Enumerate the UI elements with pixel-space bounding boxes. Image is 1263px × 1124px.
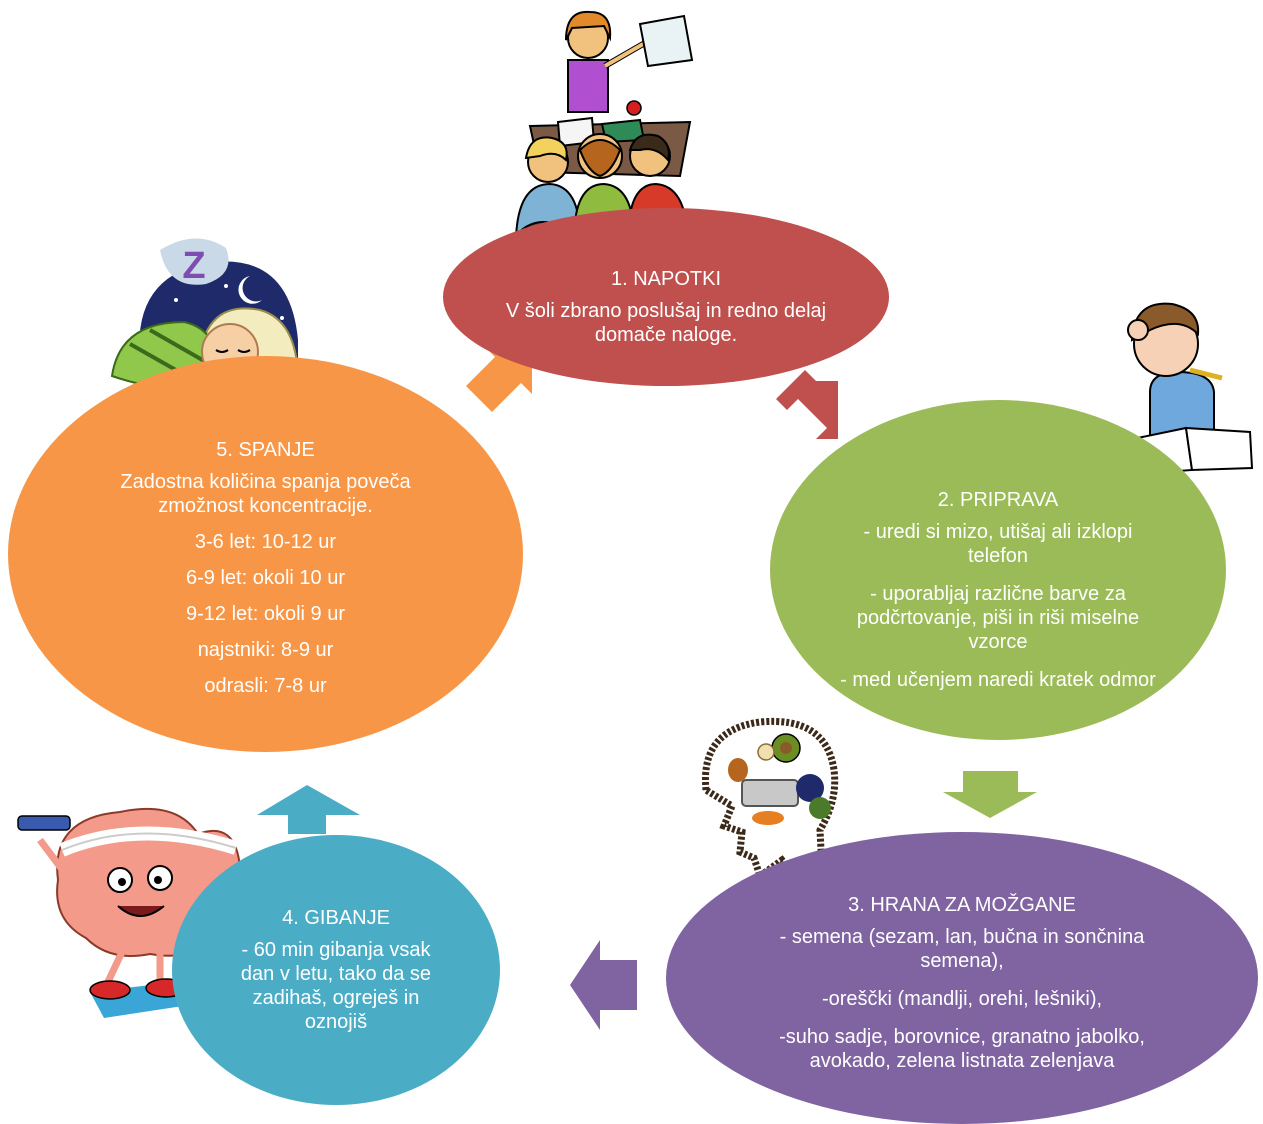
step-3-title: 3. HRANA ZA MOŽGANE	[848, 894, 1076, 916]
step-5-text-3: 6-9 let: okoli 10 ur	[186, 567, 345, 589]
step-5-text-5: najstniki: 8-9 ur	[197, 639, 334, 661]
arrow-preparation-to-food	[943, 771, 1037, 818]
step-5-title: 5. SPANJE	[216, 439, 315, 461]
step-1-text: V šoli zbrano poslušaj in redno delaj do…	[505, 300, 827, 346]
step-2-text-2: - uporabljaj različne barve za podčrtova…	[856, 583, 1140, 653]
step-1-instructions: 1. NAPOTKI V šoli zbrano poslušaj in red…	[443, 208, 889, 386]
step-2-text-3: - med učenjem naredi kratek odmor	[840, 669, 1156, 691]
step-3-text-2: -oreščki (mandlji, orehi, lešniki),	[821, 988, 1103, 1010]
step-2-preparation: 2. PRIPRAVA - uredi si mizo, utišaj ali …	[770, 400, 1226, 740]
step-3-text-3: -suho sadje, borovnice, granatno jabolko…	[779, 1026, 1145, 1072]
step-4-exercise: 4. GIBANJE - 60 min gibanja vsak dan v l…	[172, 835, 500, 1105]
step-5-sleep: 5. SPANJE Zadostna količina spanja poveč…	[8, 356, 523, 752]
arrow-exercise-to-sleep	[257, 785, 360, 834]
step-2-text-1: - uredi si mizo, utišaj ali izklopi tele…	[863, 521, 1133, 567]
step-5-text-1: Zadostna količina spanja poveča zmožnost…	[120, 471, 411, 517]
step-5-text-4: 9-12 let: okoli 9 ur	[186, 603, 345, 625]
step-3-text-1: - semena (sezam, lan, bučna in sončnina …	[779, 926, 1145, 972]
step-4-title: 4. GIBANJE	[282, 907, 390, 929]
step-3-brain-food: 3. HRANA ZA MOŽGANE - semena (sezam, lan…	[666, 832, 1258, 1124]
step-5-text-6: odrasli: 7-8 ur	[204, 675, 327, 697]
step-2-title: 2. PRIPRAVA	[937, 489, 1059, 511]
arrow-food-to-exercise	[570, 940, 637, 1030]
step-4-text: - 60 min gibanja vsak dan v letu, tako d…	[240, 939, 432, 1033]
arrow-instructions-to-preparation	[776, 370, 838, 439]
step-1-title: 1. NAPOTKI	[610, 268, 722, 290]
sleep-z-letter: Z	[182, 245, 205, 287]
step-5-text-2: 3-6 let: 10-12 ur	[194, 531, 337, 553]
